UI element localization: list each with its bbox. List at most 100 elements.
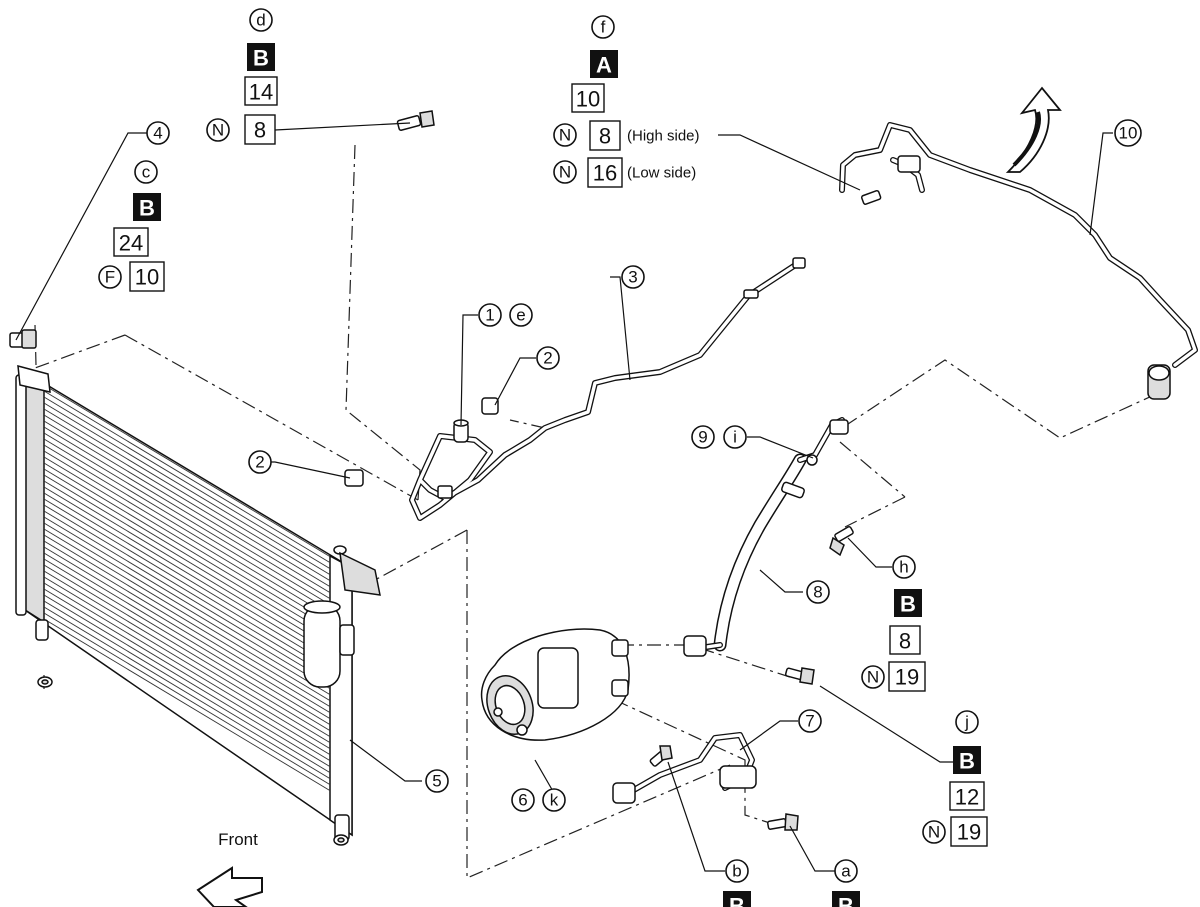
callout-h-letter: h [899,558,908,577]
front-direction-indicator: Front [196,830,263,907]
low-pressure-pipe [839,122,1198,400]
part-number-7: 7 [805,712,814,731]
condenser-fin-line [43,534,331,707]
callout-c-letter: c [142,163,151,182]
bolt-a [767,813,799,831]
part-number-4: 4 [153,124,162,143]
condenser-fin-line [43,594,331,767]
callout-d: d B 14 N 8 [206,8,278,145]
condenser-fin-line [43,414,331,587]
callout-c: c B 24 F 10 [98,160,165,292]
callout-b: b B [723,859,751,907]
callout-j-grade: B [959,749,975,774]
condenser-fin-line [43,444,331,617]
sub-letter-e: e [516,306,525,325]
callout-f-n-low: 16 [593,161,617,186]
condenser-fin-line [43,588,331,761]
part-number-5: 5 [432,772,441,791]
front-arrow-icon [196,866,263,907]
condenser-fin-line [43,456,331,629]
callout-d-n-symbol: N [212,121,224,140]
condenser-fin-line [43,558,331,731]
condenser-fin-line [43,516,331,689]
condenser-fin-line [43,384,331,557]
condenser-fin-line [43,612,331,785]
condenser-fin-line [43,546,331,719]
part-number-labels: 4 1 e 2 2 3 10 9 i 8 7 5 6 k [146,119,1142,812]
condenser-fin-line [43,540,331,713]
front-label: Front [218,830,258,849]
callout-f-grade: A [596,53,612,78]
callout-j-n-torque: 19 [957,820,981,845]
part-number-6: 6 [518,791,527,810]
high-pressure-pipe [409,257,806,521]
callout-f-n-high: 8 [599,124,611,149]
callout-c-f-torque: 10 [135,265,159,290]
part-number-8: 8 [813,583,822,602]
condenser-fin-line [43,600,331,773]
condenser-fin-line [43,450,331,623]
callout-c-grade: B [139,196,155,221]
receiver-drier [303,600,355,688]
part-number-9: 9 [698,428,707,447]
callout-h-n-torque: 19 [895,665,919,690]
callout-c-torque: 24 [119,231,143,256]
callout-a-letter: a [841,862,851,881]
callout-h-grade: B [900,592,916,617]
callout-f: f A 10 N 8 (High side) N 16 (Low side) [553,15,700,188]
condenser-fins [43,384,331,791]
callout-h-n-symbol: N [867,668,879,687]
condenser-fin-line [43,408,331,581]
leader-lines [15,122,1113,872]
callout-j: j B 12 N 19 [922,710,988,847]
condenser-fin-line [43,462,331,635]
pipe-clips [344,397,499,487]
condenser-fin-line [43,510,331,683]
callout-j-torque: 12 [955,785,979,810]
callout-d-torque: 14 [249,80,273,105]
condenser-fin-line [43,528,331,701]
callout-a: a B [832,859,860,907]
part-number-3: 3 [628,268,637,287]
condenser-fin-line [43,606,331,779]
bolt-d [396,110,435,131]
part-number-10: 10 [1119,124,1138,143]
condenser-fin-line [43,564,331,737]
condenser-fin-line [43,498,331,671]
callout-h: h B 8 N 19 [861,555,926,692]
condenser-fin-line [43,396,331,569]
sub-letter-i: i [733,428,737,447]
callout-b-grade: B [729,894,745,907]
condenser-fin-line [43,426,331,599]
condenser-fin-line [43,582,331,755]
low-pressure-flexible-hose [683,417,849,657]
condenser-fin-line [43,570,331,743]
bolt-h [829,526,854,557]
refrigerant-pressure-sensor [9,329,37,349]
condenser-fin-line [43,492,331,665]
callout-j-letter: j [964,713,969,732]
callout-d-letter: d [256,11,265,30]
sub-letter-k: k [550,791,559,810]
condenser-fin-line [43,486,331,659]
callout-f-n-symbol-high: N [559,126,571,145]
callout-f-letter: f [601,18,606,37]
callout-b-letter: b [732,862,741,881]
condenser-fin-line [43,480,331,653]
callout-j-n-symbol: N [928,823,940,842]
callout-d-grade: B [253,46,269,71]
high-pressure-flexible-hose [612,732,757,804]
condenser-fin-line [43,474,331,647]
condenser-fin-line [43,420,331,593]
callout-f-high-label: (High side) [627,128,700,145]
condenser-fin-line [43,618,331,791]
condenser-fin-line [43,504,331,677]
callout-d-n-torque: 8 [254,118,266,143]
washers [37,676,349,846]
callout-h-torque: 8 [899,629,911,654]
condenser-fin-line [43,522,331,695]
callout-c-f-symbol: F [105,268,115,287]
callout-f-low-label: (Low side) [627,165,696,182]
condenser-fin-line [43,576,331,749]
